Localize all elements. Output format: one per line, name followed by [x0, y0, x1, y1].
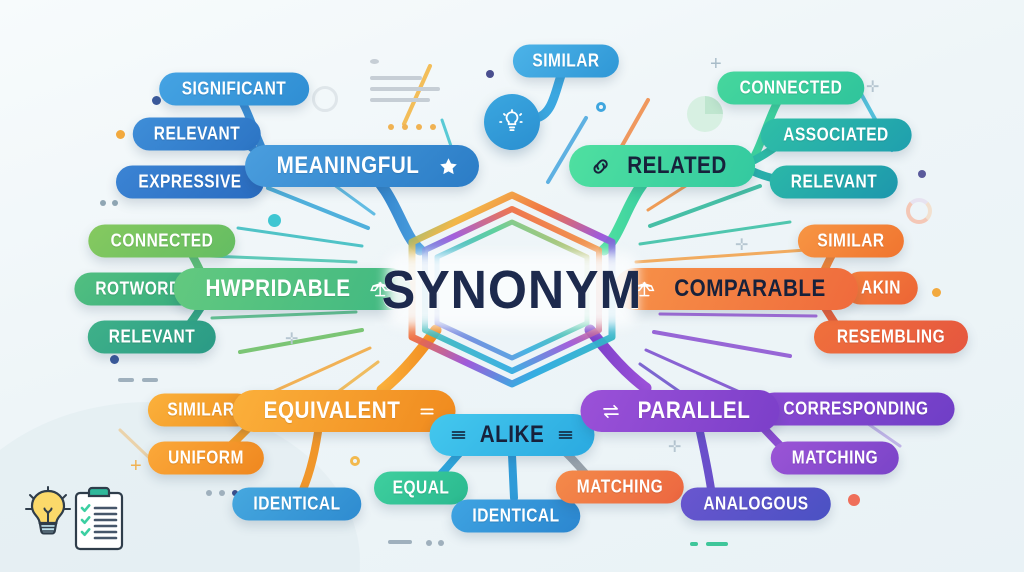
- center-label: SYNONYM: [381, 260, 643, 320]
- hub-lightbulb-node[interactable]: [484, 94, 540, 150]
- decor-dot: [110, 355, 119, 364]
- leaf-associated[interactable]: ASSOCIATED: [760, 118, 912, 152]
- equal-bars-icon: [450, 426, 468, 444]
- leaf-connected-related[interactable]: CONNECTED: [717, 71, 865, 105]
- lightbulb-checklist-icons: [25, 486, 124, 551]
- scales-icon: [369, 279, 390, 300]
- decor-ring: [350, 456, 360, 466]
- branch-equivalent[interactable]: EQUIVALENT: [232, 390, 456, 432]
- decor-ring: [596, 102, 606, 112]
- branch-alike[interactable]: ALIKE: [429, 414, 595, 456]
- plus-icon: +: [130, 455, 142, 477]
- decor-dot: [268, 214, 281, 227]
- pie-chart-icon: [687, 96, 723, 132]
- leaf-connected-left[interactable]: CONNECTED: [88, 224, 236, 258]
- decor-dot: [932, 288, 941, 297]
- decor-tick: [118, 378, 134, 382]
- leaf-matching-alike[interactable]: MATCHING: [555, 470, 685, 504]
- leaf-significant[interactable]: SIGNIFICANT: [159, 72, 309, 106]
- decor-dot: [430, 124, 436, 130]
- decor-dot: [426, 540, 432, 546]
- leaf-analogous[interactable]: ANALOGOUS: [680, 487, 832, 521]
- decor-dot: [112, 200, 118, 206]
- decor-dot: [100, 200, 106, 206]
- decor-dot: [918, 170, 926, 178]
- decor-dot: [116, 130, 125, 139]
- checklist-clipboard-icon: [74, 486, 124, 551]
- lightbulb-icon: [499, 109, 523, 132]
- leaf-relevant-left[interactable]: RELEVANT: [87, 320, 217, 354]
- leaf-identical-equivalent[interactable]: IDENTICAL: [232, 487, 362, 521]
- decor-dot: [438, 540, 444, 546]
- decor-dot: [219, 490, 225, 496]
- decor-dot: [416, 124, 422, 130]
- decor-dot: [206, 490, 212, 496]
- star-icon: [438, 156, 459, 177]
- decor-tick: [142, 378, 158, 382]
- sparkle-icon: ✛: [866, 79, 880, 96]
- leaf-corresponding[interactable]: CORRESPONDING: [757, 392, 955, 426]
- decor-dot: [402, 124, 408, 130]
- decor-dot: [152, 96, 161, 105]
- decor-tick: [388, 540, 412, 544]
- branch-comparable-left[interactable]: HWPRIDABLE: [173, 268, 411, 310]
- branch-related[interactable]: RELATED: [569, 145, 755, 187]
- decor-dot: [388, 124, 394, 130]
- decor-bottom-left-group: [18, 475, 128, 558]
- center-node[interactable]: SYNONYM: [352, 215, 672, 365]
- center-backdrop: [387, 253, 637, 327]
- hub-similar-pill[interactable]: SIMILAR: [512, 44, 620, 78]
- text-lines-icon: [370, 58, 440, 109]
- decor-dot: [848, 494, 860, 506]
- leaf-similar-comparable[interactable]: SIMILAR: [797, 224, 905, 258]
- leaf-uniform[interactable]: UNIFORM: [147, 441, 265, 475]
- leaf-expressive[interactable]: EXPRESSIVE: [115, 165, 265, 199]
- decor-ring: [312, 86, 338, 112]
- lightbulb-icon: [25, 486, 71, 535]
- sparkle-icon: ✛: [668, 439, 682, 456]
- leaf-identical-alike[interactable]: IDENTICAL: [451, 499, 581, 533]
- swap-arrows-icon: [600, 401, 621, 422]
- equals-icon: [418, 403, 435, 420]
- branch-meaningful[interactable]: MEANINGFUL: [245, 145, 479, 187]
- equal-bars-icon: [557, 426, 575, 444]
- leaf-equal[interactable]: EQUAL: [374, 471, 468, 505]
- decor-tick: [706, 542, 728, 546]
- leaf-relevant-related[interactable]: RELEVANT: [769, 165, 899, 199]
- branch-parallel[interactable]: PARALLEL: [580, 390, 780, 432]
- sparkle-icon: ✛: [285, 331, 299, 348]
- sparkle-icon: ✛: [735, 237, 749, 254]
- leaf-resembling[interactable]: RESEMBLING: [813, 320, 969, 354]
- decor-tick: [690, 542, 698, 546]
- plus-icon: +: [710, 53, 722, 75]
- leaf-relevant-meaningful[interactable]: RELEVANT: [132, 117, 262, 151]
- decor-dot: [486, 70, 494, 78]
- link-icon: [589, 155, 612, 178]
- decor-ring: [906, 198, 932, 224]
- leaf-matching-parallel[interactable]: MATCHING: [770, 441, 900, 475]
- branch-comparable[interactable]: COMPARABLE: [613, 268, 859, 310]
- scales-icon: [634, 279, 655, 300]
